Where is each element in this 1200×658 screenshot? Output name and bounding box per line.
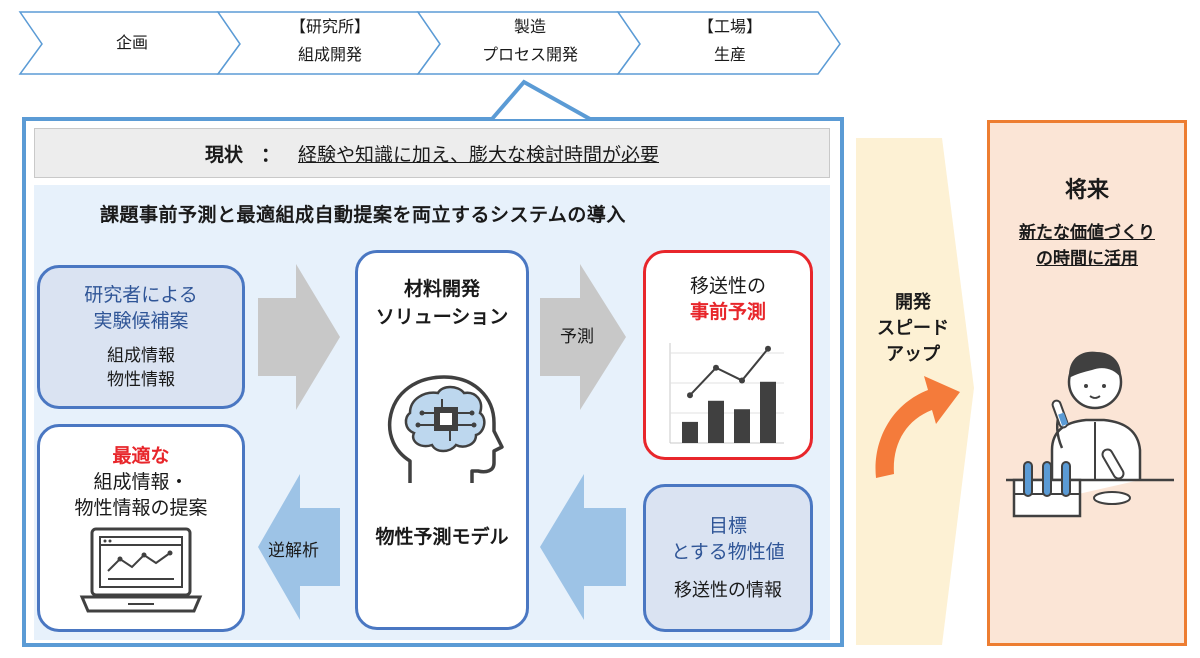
speed-up-band (856, 138, 974, 645)
inverse-analysis-label: 逆解析 (268, 541, 319, 561)
optimal-proposal-card: 最適な 組成情報・ 物性情報の提案 (37, 424, 245, 632)
future-line: 新たな価値づくり (1019, 223, 1155, 243)
speed-up-line: 開発 (895, 292, 931, 313)
process-step-factory-shape (616, 11, 841, 75)
process-step-label: プロセス開発 (481, 45, 578, 64)
solution-title-line: 材料開発 (403, 278, 480, 300)
arrow-inverse (258, 474, 340, 620)
ai-brain-head-icon (387, 375, 504, 483)
chart-point (713, 364, 719, 371)
process-step-label: 企画 (115, 33, 148, 52)
bar-chart-icon (669, 343, 784, 444)
callout-notch (490, 79, 591, 121)
arrow-to-solution (258, 264, 340, 410)
chart-bar (760, 381, 776, 443)
prediction-line: 移送性の (689, 275, 766, 297)
future-line: の時間に活用 (1036, 249, 1138, 269)
researcher-info-line: 物性情報 (107, 370, 175, 390)
chart-point (765, 345, 771, 352)
optimal-line: 組成情報・ (93, 471, 189, 493)
target-property-card: 目標 とする物性値 移送性の情報 (643, 484, 813, 632)
process-step-planning: 企画 (42, 12, 222, 74)
chart-bar (734, 409, 750, 443)
process-step-label: 組成開発 (297, 45, 362, 64)
optimal-highlight: 最適な (112, 445, 170, 467)
transport-prediction-card: 移送性の 事前予測 (643, 250, 813, 460)
curved-arrow-icon (875, 376, 960, 478)
optimal-line: 物性情報の提案 (74, 497, 208, 519)
flow-arrows (258, 264, 626, 620)
predict-label: 予測 (560, 327, 594, 347)
researcher-candidate-card: 研究者による 実験候補案 組成情報 物性情報 (37, 265, 245, 409)
process-step-label: 【研究所】 (289, 17, 370, 36)
target-info: 移送性の情報 (674, 580, 782, 601)
chart-point (687, 392, 693, 399)
status-bar: 現状 ： 経験や知識に加え、膨大な検討時間が必要 (34, 128, 830, 178)
future-title: 将来 (1064, 178, 1109, 203)
future-text: 新たな価値づくり の時間に活用 (987, 220, 1187, 272)
speed-up-line: アップ (886, 344, 940, 365)
target-title-line: 目標 (708, 515, 747, 537)
process-step-label: 【工場】 (697, 17, 762, 36)
status-label: 現状 (204, 143, 243, 166)
prediction-highlight: 事前予測 (689, 301, 766, 323)
speed-up-line: スピード (877, 318, 949, 339)
scientist-illustration-icon (1006, 351, 1174, 518)
process-step-label: 生産 (713, 45, 746, 64)
researcher-title-line: 研究者による (84, 284, 198, 306)
status-text: 経験や知識に加え、膨大な検討時間が必要 (298, 143, 660, 166)
arrow-predict (540, 264, 626, 410)
process-step-lab: 【研究所】 組成開発 (240, 10, 420, 72)
process-step-manufacturing: 製造 プロセス開発 (440, 10, 620, 72)
arrow-from-target (540, 474, 626, 620)
researcher-info-line: 組成情報 (107, 346, 175, 366)
chart-trend-line (689, 348, 769, 396)
target-title-line: とする物性値 (671, 541, 785, 563)
laptop-icon (79, 527, 203, 613)
process-step-factory: 【工場】 生産 (640, 10, 820, 72)
chart-point (739, 377, 745, 384)
chart-bar (682, 421, 698, 443)
process-step-label: 製造 (513, 17, 546, 36)
process-chevrons (18, 11, 841, 75)
chart-bar (708, 400, 724, 443)
researcher-title-line: 実験候補案 (93, 310, 189, 332)
system-title: 課題事前予測と最適組成自動提案を両立するシステムの導入 (100, 204, 626, 226)
prediction-model-label: 物性予測モデル (375, 526, 509, 548)
status-colon: ： (260, 143, 280, 166)
material-solution-card: 材料開発 ソリューション 物性予測モデル (355, 250, 529, 630)
solution-title-line: ソリューション (375, 306, 509, 328)
speed-up-label: 開発 スピード アップ (868, 290, 958, 368)
